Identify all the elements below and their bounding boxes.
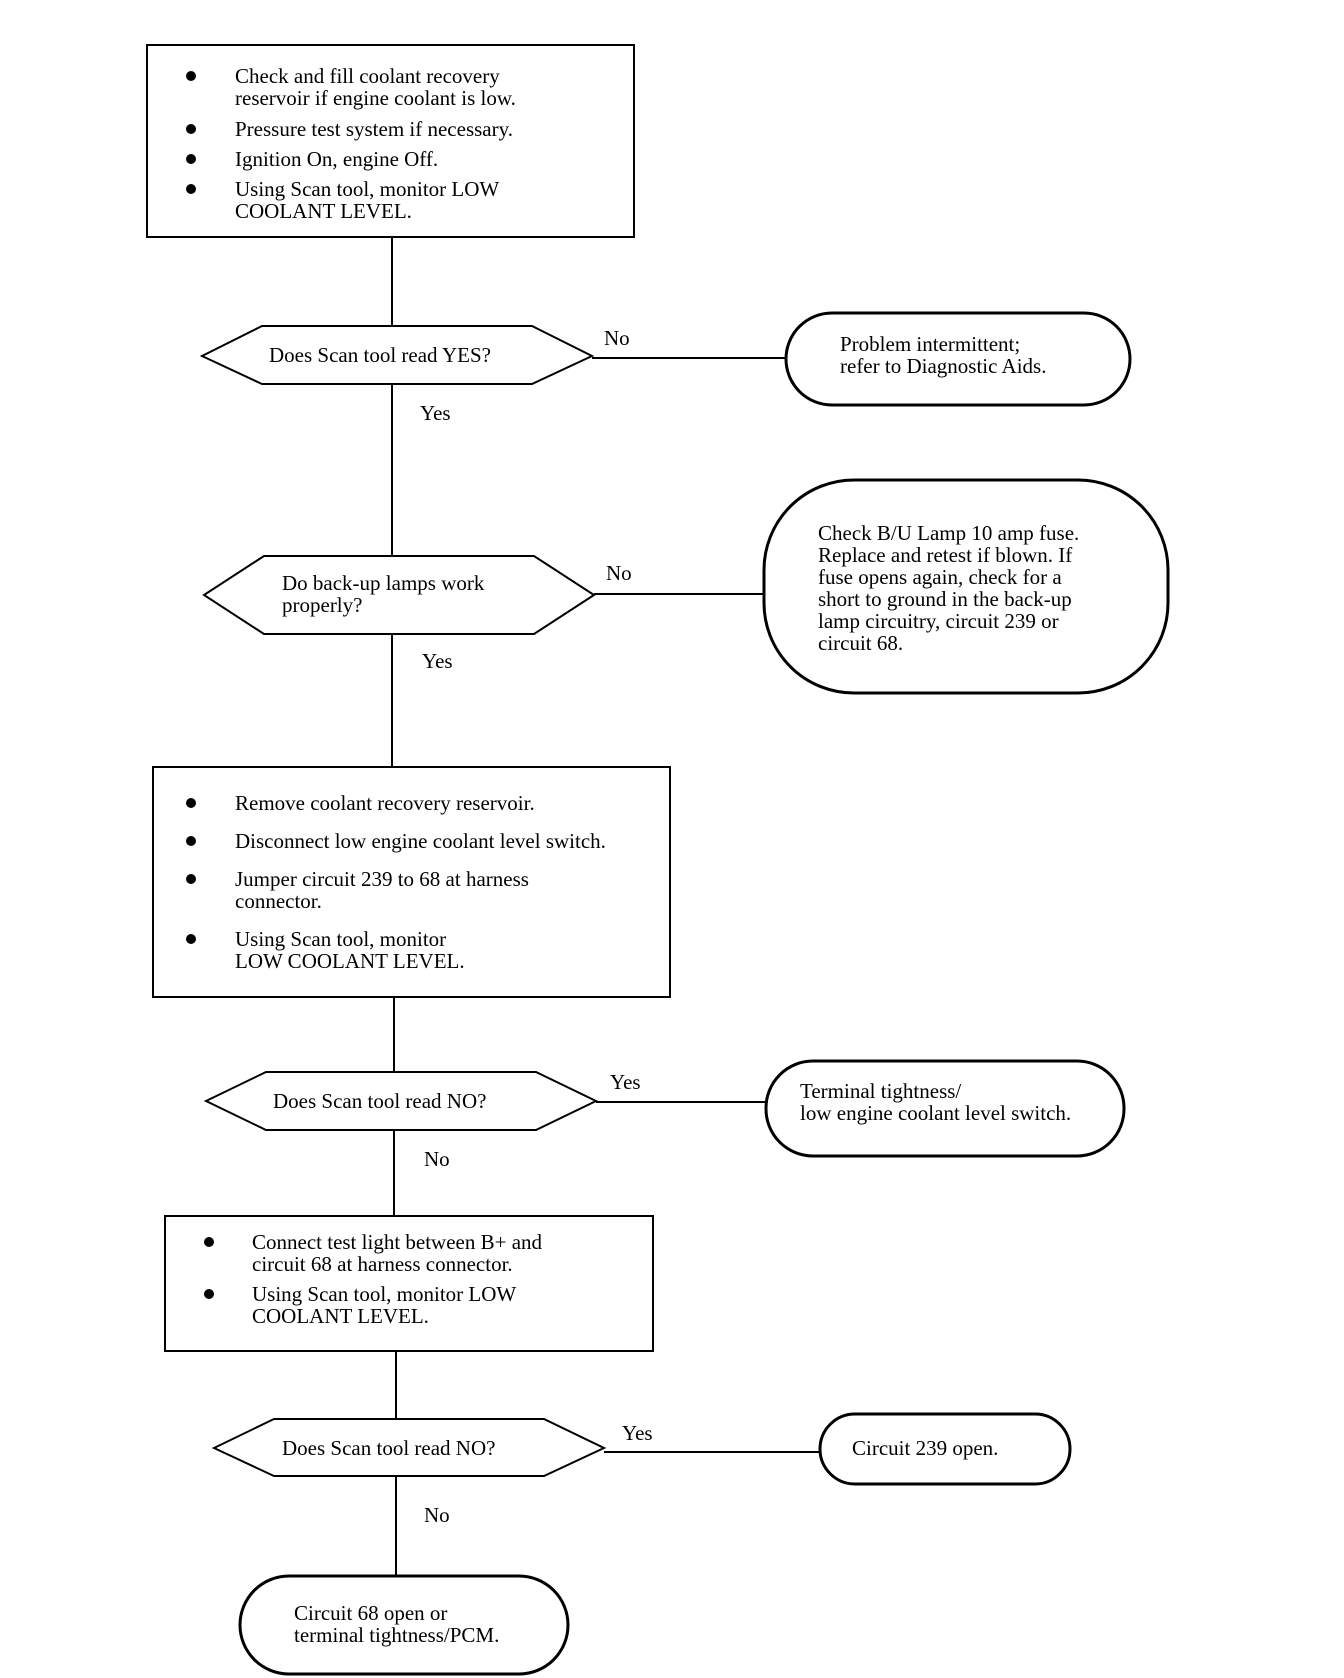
box-1-bullet-4 <box>186 184 196 194</box>
result-5-shape <box>238 1574 570 1676</box>
box-2-bullet-1 <box>186 798 196 808</box>
result-4-shape <box>818 1412 1072 1486</box>
box-2-item-1-line-1: Remove coolant recovery reservoir. <box>235 791 535 815</box>
connectors <box>391 238 820 1576</box>
decision-2-yes-label: Yes <box>422 649 453 673</box>
decision-3-yes-label: Yes <box>610 1070 641 1094</box>
box-1-bullet-3 <box>186 154 196 164</box>
decision-1-yes-label: Yes <box>420 401 451 425</box>
result-2-line-4: short to ground in the back-up <box>818 587 1072 611</box>
box-1-item-1-line-2: reservoir if engine coolant is low. <box>235 86 516 110</box>
box-2-bullet-4 <box>186 934 196 944</box>
box-2-item-3-line-2: connector. <box>235 889 322 913</box>
box-3-item-2-line-2: COOLANT LEVEL. <box>252 1304 429 1328</box>
result-2-line-3: fuse opens again, check for a <box>818 565 1062 589</box>
result-2-line-1: Check B/U Lamp 10 amp fuse. <box>818 521 1079 545</box>
decision-3-line-1: Does Scan tool read NO? <box>273 1089 486 1113</box>
result-1-line-2: refer to Diagnostic Aids. <box>840 354 1046 378</box>
box-3-bullet-2 <box>204 1289 214 1299</box>
box-2-bullet-3 <box>186 874 196 884</box>
result-2-line-2: Replace and retest if blown. If <box>818 543 1072 567</box>
box-2-bullet-2 <box>186 836 196 846</box>
box-1-item-4-line-2: COOLANT LEVEL. <box>235 199 412 223</box>
box-3-item-2-line-1: Using Scan tool, monitor LOW <box>252 1282 516 1306</box>
box-1-item-2-line-1: Pressure test system if necessary. <box>235 117 513 141</box>
decision-3-shape <box>203 1071 599 1131</box>
box-2-item-3-line-1: Jumper circuit 239 to 68 at harness <box>235 867 529 891</box>
result-5-line-1: Circuit 68 open or <box>294 1601 447 1625</box>
result-1-shape <box>784 311 1132 407</box>
box-2-item-2-line-1: Disconnect low engine coolant level swit… <box>235 829 606 853</box>
box-1-bullet-1 <box>186 71 196 81</box>
decision-2-line-1: Do back-up lamps work <box>282 571 485 595</box>
decision-2-shape <box>202 555 596 635</box>
result-3-line-1: Terminal tightness/ <box>800 1079 961 1103</box>
process-box-1 <box>146 44 635 238</box>
result-2-line-6: circuit 68. <box>818 631 903 655</box>
flowchart-text: Check and fill coolant recoveryreservoir… <box>186 64 1079 1647</box>
box-1-item-4-line-1: Using Scan tool, monitor LOW <box>235 177 499 201</box>
box-3-item-1-line-2: circuit 68 at harness connector. <box>252 1252 513 1276</box>
result-3-line-2: low engine coolant level switch. <box>800 1101 1071 1125</box>
decision-4-line-1: Does Scan tool read NO? <box>282 1436 495 1460</box>
result-3-shape <box>764 1059 1126 1158</box>
box-1-item-3-line-1: Ignition On, engine Off. <box>235 147 438 171</box>
box-1-bullet-2 <box>186 124 196 134</box>
box-2-item-4-line-1: Using Scan tool, monitor <box>235 927 446 951</box>
decision-1-line-1: Does Scan tool read YES? <box>269 343 491 367</box>
result-5-line-2: terminal tightness/PCM. <box>294 1623 499 1647</box>
decision-2-line-2: properly? <box>282 593 362 617</box>
decision-1-shape <box>199 325 595 385</box>
result-4-line-1: Circuit 239 open. <box>852 1436 998 1460</box>
decision-1-no-label: No <box>604 326 630 350</box>
result-2-line-5: lamp circuitry, circuit 239 or <box>818 609 1059 633</box>
process-box-2 <box>152 766 671 998</box>
process-box-3 <box>164 1215 654 1352</box>
box-3-item-1-line-1: Connect test light between B+ and <box>252 1230 543 1254</box>
decision-3-no-label: No <box>424 1147 450 1171</box>
result-1-line-1: Problem intermittent; <box>840 332 1020 356</box>
box-3-bullet-1 <box>204 1237 214 1247</box>
result-2-shape <box>762 478 1170 695</box>
decision-2-no-label: No <box>606 561 632 585</box>
box-1-item-1-line-1: Check and fill coolant recovery <box>235 64 500 88</box>
box-2-item-4-line-2: LOW COOLANT LEVEL. <box>235 949 465 973</box>
decision-4-yes-label: Yes <box>622 1421 653 1445</box>
decision-4-shape <box>211 1418 607 1477</box>
decision-4-no-label: No <box>424 1503 450 1527</box>
